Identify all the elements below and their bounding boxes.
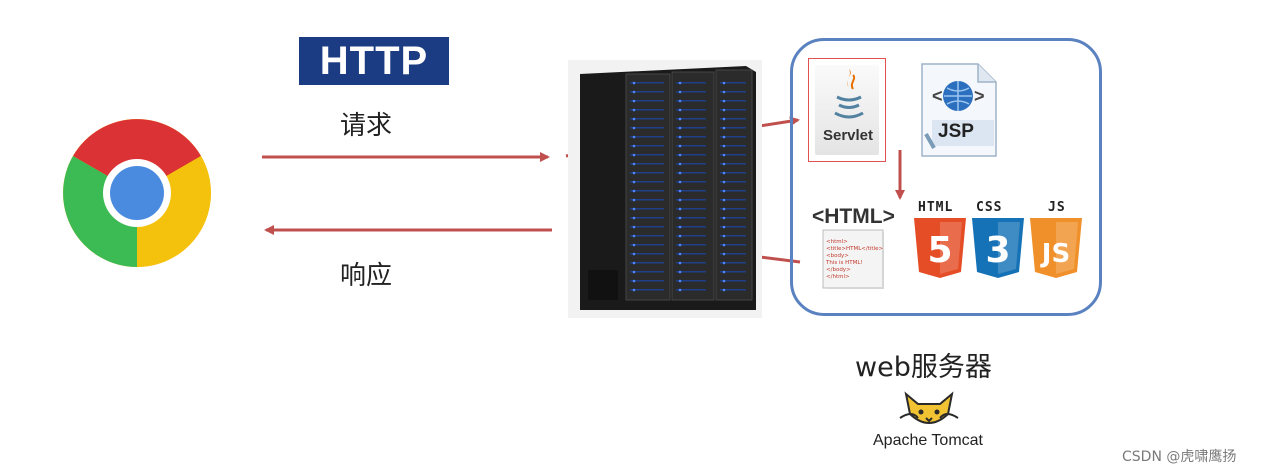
chrome-browser-icon: [63, 119, 211, 267]
badge-digit: 5: [927, 230, 952, 271]
http-logo: HTTP: [299, 37, 449, 85]
html-code-line: </body>: [826, 267, 851, 273]
html-code-line: This is HTML!: [826, 260, 863, 266]
html-code-line: <html>: [826, 239, 848, 245]
request-label: 请求: [340, 111, 393, 141]
svg-text:<: <: [932, 86, 943, 106]
java-cup-icon: [834, 69, 864, 119]
badge-shield-css-icon: 3: [972, 218, 1024, 278]
jsp-label: JSP: [938, 121, 974, 142]
html-code-line: </html>: [826, 274, 850, 280]
badge-shield-js-icon: JS: [1030, 218, 1082, 278]
html-code-line: <body>: [826, 253, 849, 259]
server-rack-icon: [568, 60, 762, 318]
svg-text:>: >: [974, 86, 985, 106]
servlet-component: Servlet: [808, 58, 886, 162]
web-server-title: web服务器: [855, 352, 992, 383]
badge-digit: JS: [1040, 239, 1070, 269]
web-server-box: [790, 38, 1102, 316]
html-document-icon: [822, 229, 884, 289]
badge-digit: 3: [985, 230, 1010, 271]
badge-label-js: JS: [1048, 200, 1066, 215]
servlet-label: Servlet: [822, 127, 874, 144]
badge-shield-html-icon: 5: [914, 218, 966, 278]
badge-label-html: HTML: [918, 200, 954, 215]
watermark: CSDN @虎啸鹰扬: [1122, 449, 1237, 465]
badge-label-css: CSS: [976, 200, 1003, 215]
jsp-document-icon: < >: [921, 63, 997, 157]
tomcat-label: Apache Tomcat: [873, 432, 983, 449]
html-doc-code: <html><title>HTML</title><body>This is H…: [826, 239, 883, 281]
tomcat-cat-icon: [899, 391, 959, 424]
html-code-line: <title>HTML</title>: [826, 246, 884, 252]
response-label: 响应: [340, 261, 393, 291]
html-doc-title: <HTML>: [812, 205, 895, 228]
